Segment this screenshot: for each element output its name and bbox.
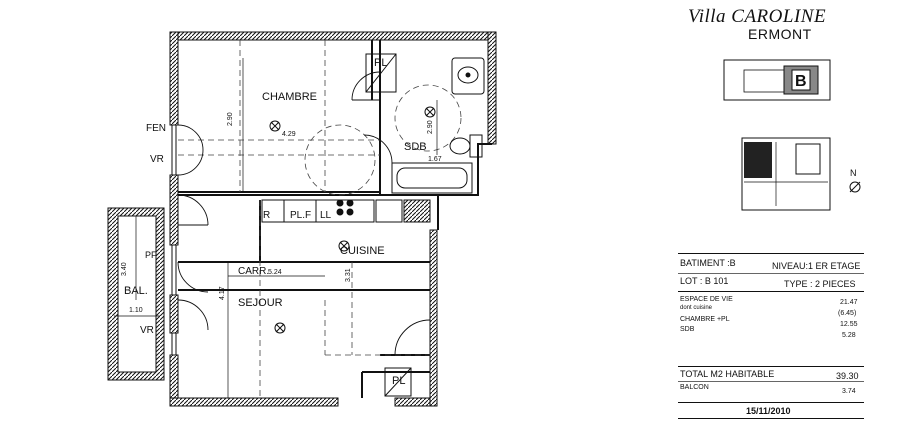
label-pl2: PL bbox=[392, 375, 405, 387]
room-value-3: 5.28 bbox=[842, 332, 856, 339]
washbasin bbox=[451, 57, 485, 95]
dim-sdb-h: 2.90 bbox=[427, 120, 434, 134]
label-carr: CARR. bbox=[238, 266, 269, 277]
dim-chambre-h: 2.90 bbox=[227, 112, 234, 126]
label-bal: BAL. bbox=[124, 285, 148, 297]
key-plan-letter: B bbox=[795, 73, 807, 90]
label-vr2: VR bbox=[140, 325, 154, 336]
wardrobe-pl1 bbox=[365, 53, 397, 93]
wardrobe-pl2 bbox=[384, 367, 412, 397]
doors bbox=[177, 71, 431, 356]
floor-plan: CHAMBRE PL SDB FEN VR R PL.F LL CUISINE … bbox=[107, 31, 497, 407]
date: 15/11/2010 bbox=[746, 406, 791, 416]
dim-sdb-w: 1.67 bbox=[428, 156, 442, 163]
niveau: NIVEAU:1 ER ETAGE bbox=[772, 261, 861, 271]
bathtub bbox=[391, 162, 473, 194]
windows bbox=[171, 125, 177, 355]
dim-kitchen-h: 3.31 bbox=[345, 268, 352, 282]
dim-bal-h: 3.40 bbox=[121, 262, 128, 276]
label-r: R bbox=[263, 210, 270, 221]
label-fen: FEN bbox=[146, 123, 166, 134]
balcon-label: BALCON bbox=[680, 384, 709, 391]
room-label-3: SDB bbox=[680, 326, 695, 333]
label-plf: PL.F bbox=[290, 210, 311, 221]
interior-walls bbox=[178, 40, 492, 398]
batiment: BATIMENT :B bbox=[680, 258, 736, 268]
dashed-lines bbox=[178, 40, 462, 398]
balcon-value: 3.74 bbox=[842, 388, 856, 395]
lot: LOT : B 101 bbox=[680, 276, 729, 286]
label-carr-dim: 5.24 bbox=[268, 269, 282, 276]
room-value-2: 12.55 bbox=[840, 321, 858, 328]
label-pf: PF bbox=[145, 250, 157, 260]
label-sdb: SDB bbox=[404, 141, 427, 153]
toilet bbox=[449, 134, 483, 158]
room-label-0: ESPACE DE VIE bbox=[680, 296, 733, 303]
info-sheet: Villa CAROLINE ERMONT B N BATIMENT :B NI… bbox=[660, 0, 918, 434]
label-pl1: PL bbox=[374, 57, 387, 69]
total-label: TOTAL M2 HABITABLE bbox=[680, 369, 775, 379]
room-value-1: (6.45) bbox=[838, 310, 857, 317]
key-plan-floor bbox=[741, 137, 831, 211]
dim-sejour-h: 4.17 bbox=[219, 286, 226, 300]
label-chambre: CHAMBRE bbox=[262, 91, 317, 103]
north-label: N bbox=[850, 168, 857, 178]
key-plan-building: B bbox=[723, 59, 831, 101]
dim-bal-w: 1.10 bbox=[129, 307, 143, 314]
light-points bbox=[269, 106, 436, 334]
north-arrow-icon bbox=[849, 181, 861, 193]
label-cuisine: CUISINE bbox=[340, 245, 385, 257]
dim-chambre-area: 4.29 bbox=[282, 131, 296, 138]
label-ll: LL bbox=[320, 210, 332, 221]
room-label-1: dont cuisine bbox=[680, 305, 713, 311]
room-label-2: CHAMBRE +PL bbox=[680, 316, 730, 323]
kitchen-units bbox=[261, 199, 431, 223]
project-name: Villa CAROLINE bbox=[688, 6, 827, 27]
label-sejour: SEJOUR bbox=[238, 297, 283, 309]
total-value: 39.30 bbox=[836, 371, 859, 381]
project-city: ERMONT bbox=[748, 26, 812, 42]
type: TYPE : 2 PIECES bbox=[784, 279, 856, 289]
room-value-0: 21.47 bbox=[840, 299, 858, 306]
dimension-lines bbox=[114, 58, 438, 398]
exterior-walls bbox=[169, 31, 497, 407]
label-vr1: VR bbox=[150, 154, 164, 165]
